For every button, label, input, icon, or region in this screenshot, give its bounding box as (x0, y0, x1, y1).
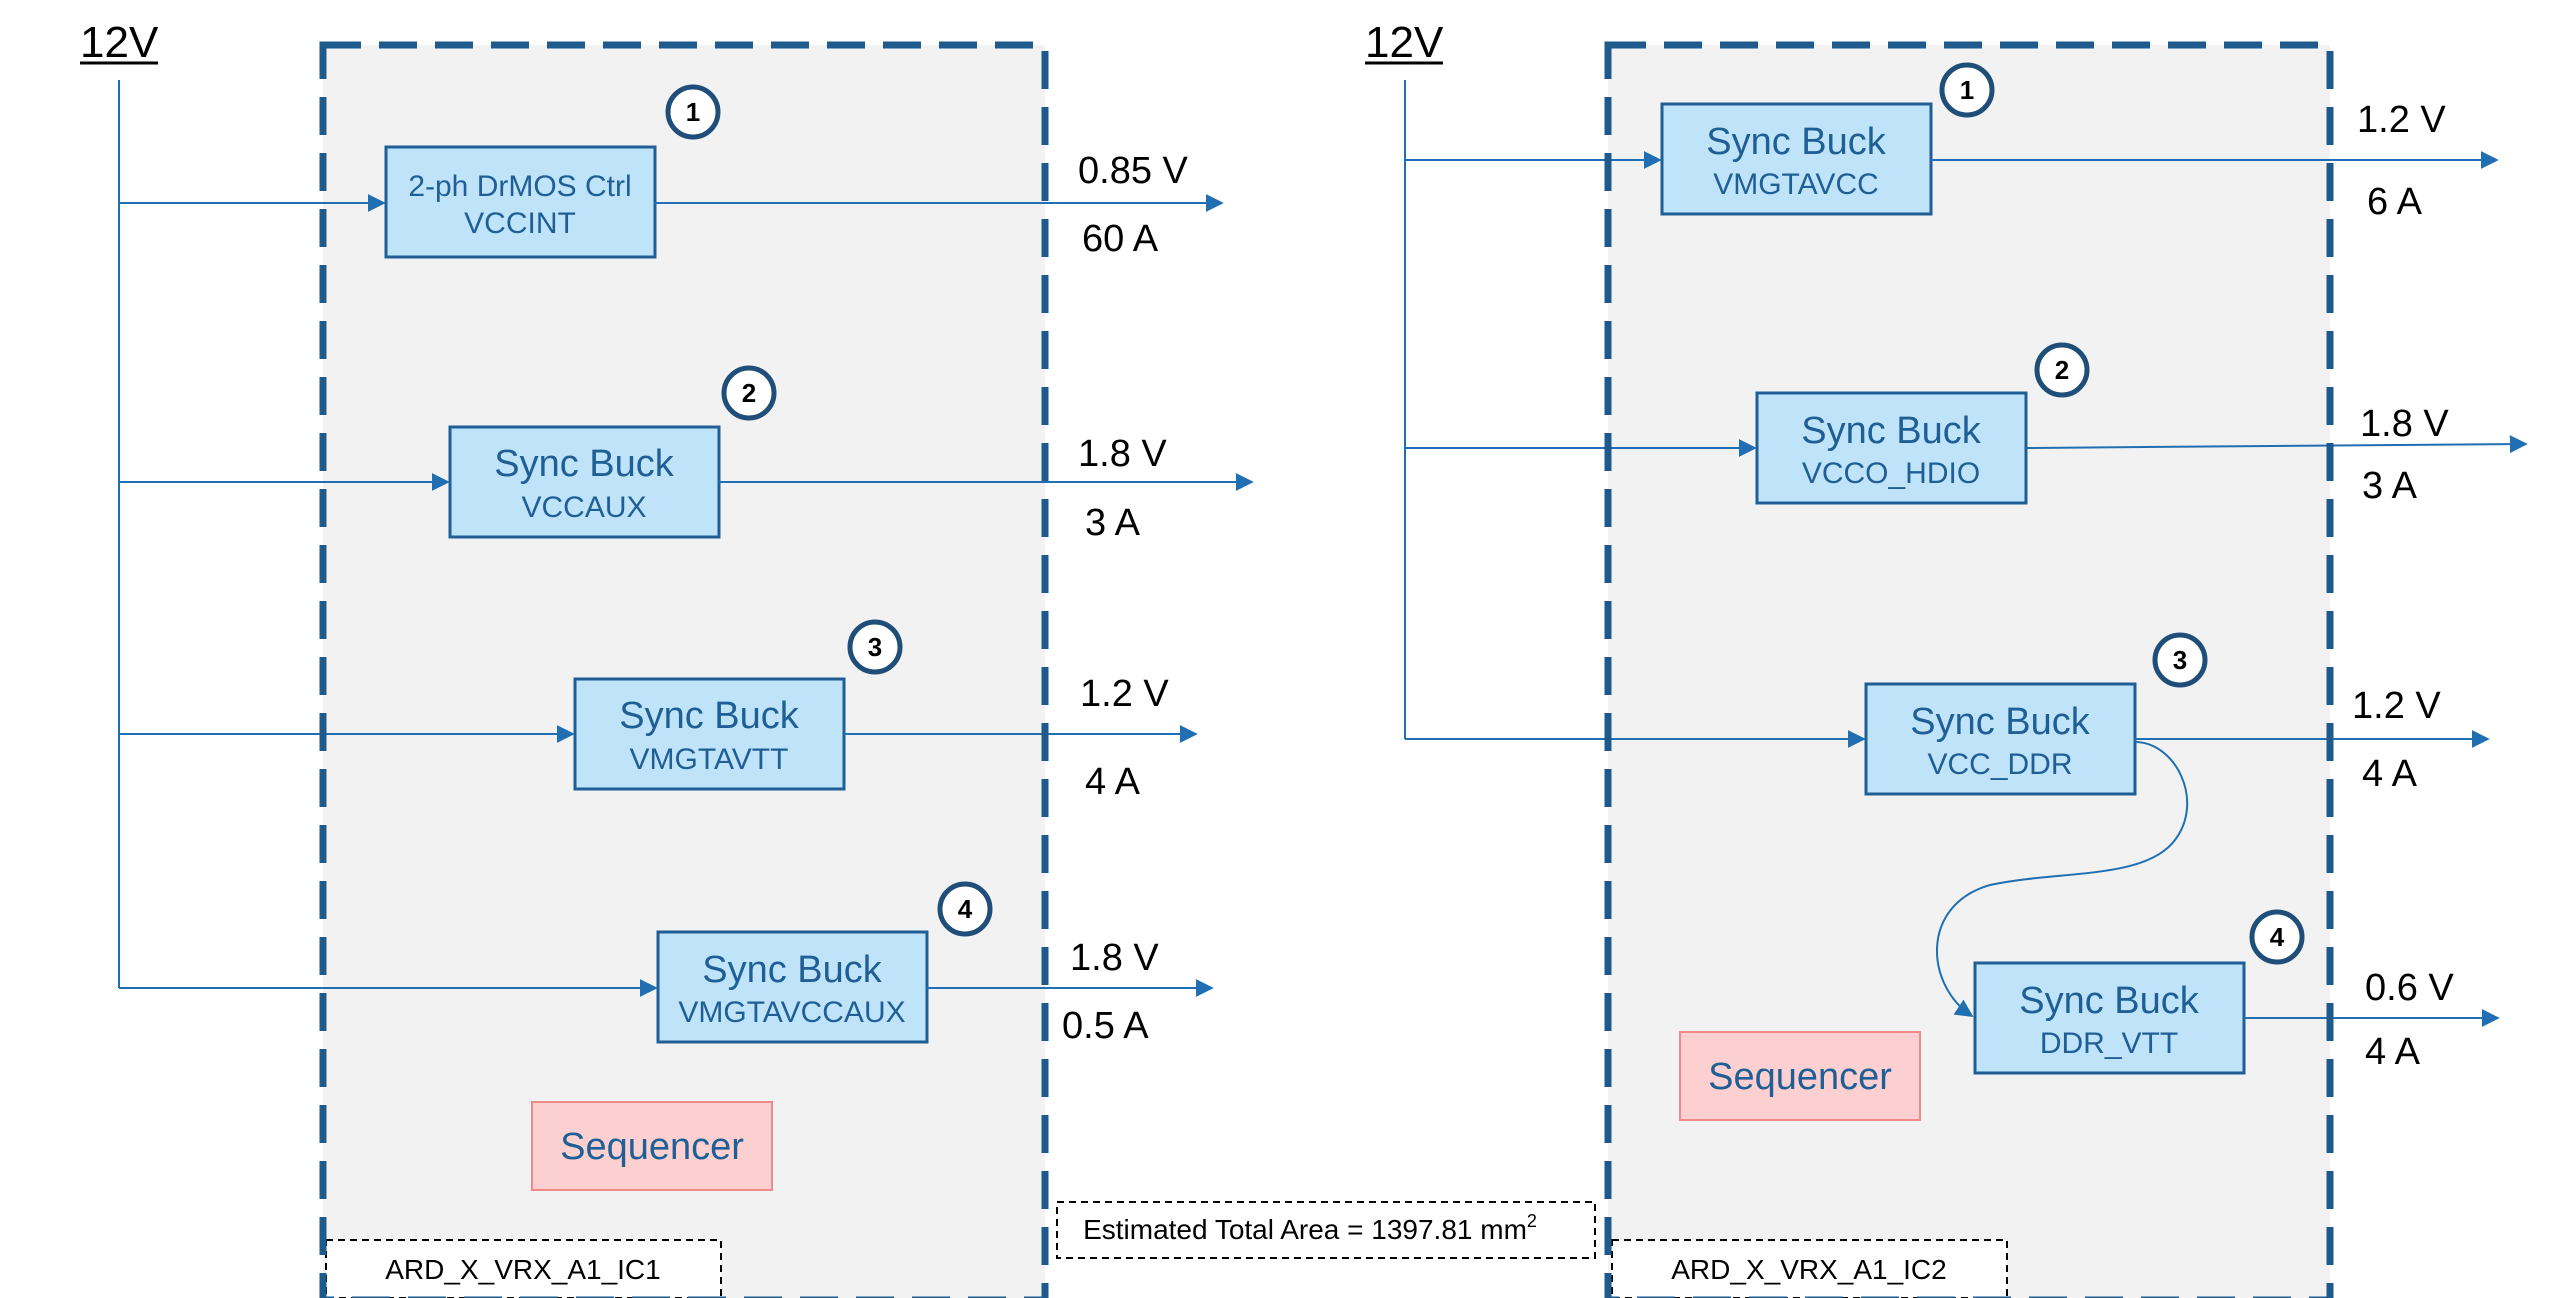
right-badge-2 (2034, 342, 2090, 398)
right-regulator-3-line1: Sync Buck (1910, 701, 2091, 743)
right-voltage-4: 0.6 V (2365, 967, 2454, 1009)
left-regulator-4 (656, 930, 929, 1044)
right-regulator-2-line1: Sync Buck (1801, 410, 1982, 452)
left-badge-3-text: 3 (868, 632, 882, 662)
right-regulator-1 (1660, 102, 1933, 216)
left-badge-4-text: 4 (958, 894, 973, 924)
right-chip-frame (1604, 41, 2334, 1298)
left-voltage-3: 1.2 V (1080, 673, 1169, 715)
right-current-2: 3 A (2362, 465, 2418, 507)
left-regulator-2 (448, 425, 721, 539)
right-regulator-4-line2: DDR_VTT (2040, 1027, 2178, 1060)
left-current-1: 60 A (1082, 218, 1159, 260)
right-badge-2-text: 2 (2055, 355, 2069, 385)
left-regulator-4-line2: VMGTAVCCAUX (678, 996, 905, 1029)
left-current-3: 4 A (1085, 761, 1141, 803)
left-regulator-1 (384, 145, 657, 259)
left-current-4: 0.5 A (1062, 1005, 1149, 1047)
left-regulator-3-line1: Sync Buck (619, 695, 800, 737)
left-regulator-2-line1: Sync Buck (494, 443, 675, 485)
right-current-3: 4 A (2362, 753, 2418, 795)
right-badge-1-text: 1 (1960, 75, 1974, 105)
left-regulator-1-line2: VCCINT (464, 207, 576, 240)
left-sequencer (531, 1101, 773, 1191)
left-current-2: 3 A (1085, 502, 1141, 544)
right-chip-label: ARD_X_VRX_A1_IC2 (1671, 1254, 1946, 1285)
area-estimate-label: Estimated Total Area = 1397.81 mm2 (1083, 1211, 1537, 1245)
area-estimate-text: Estimated Total Area = 1397.81 mm (1083, 1214, 1527, 1245)
sequence-connector-3-4 (1935, 741, 2189, 1017)
left-regulator-4-line1: Sync Buck (702, 949, 883, 991)
left-voltage-2: 1.8 V (1078, 433, 1167, 475)
left-chip-label-box (325, 1239, 722, 1298)
right-badge-4-text: 4 (2270, 922, 2285, 952)
right-regulator-2 (1755, 391, 2028, 505)
left-badge-3 (847, 619, 903, 675)
left-chip-label: ARD_X_VRX_A1_IC1 (385, 1254, 660, 1285)
right-regulator-4 (1973, 961, 2246, 1075)
left-chip-frame (319, 41, 1049, 1298)
left-badge-1 (665, 84, 721, 140)
right-voltage-2: 1.8 V (2360, 403, 2449, 445)
right-sequencer (1679, 1031, 1921, 1121)
left-rail-label: 12V (80, 18, 159, 67)
right-current-1: 6 A (2367, 181, 2423, 223)
left-badge-1-text: 1 (686, 97, 700, 127)
right-regulator-3-line2: VCC_DDR (1927, 748, 2072, 781)
right-regulator-1-line2: VMGTAVCC (1713, 168, 1879, 201)
right-output-line-2 (2025, 435, 2528, 454)
area-estimate-box (1056, 1201, 1596, 1259)
left-regulator-1-line1: 2-ph DrMOS Ctrl (408, 170, 631, 203)
area-estimate-sup: 2 (1527, 1211, 1537, 1231)
left-regulator-3 (573, 677, 846, 791)
left-badge-2 (721, 365, 777, 421)
left-sequencer-label: Sequencer (560, 1126, 744, 1168)
right-regulator-1-line1: Sync Buck (1706, 121, 1887, 163)
right-voltage-3: 1.2 V (2352, 685, 2441, 727)
left-voltage-1: 0.85 V (1078, 150, 1189, 192)
right-regulator-3 (1864, 682, 2137, 796)
left-regulator-3-line2: VMGTAVTT (630, 743, 789, 776)
right-badge-3 (2152, 632, 2208, 688)
right-badge-3-text: 3 (2173, 645, 2187, 675)
right-chip-label-box (1611, 1239, 2008, 1298)
right-regulator-2-line2: VCCO_HDIO (1802, 457, 1980, 490)
right-badge-1 (1939, 62, 1995, 118)
left-voltage-4: 1.8 V (1070, 937, 1159, 979)
right-voltage-1: 1.2 V (2357, 99, 2446, 141)
right-rail-label: 12V (1365, 18, 1444, 67)
left-badge-4 (937, 881, 993, 937)
right-current-4: 4 A (2365, 1031, 2421, 1073)
right-regulator-4-line1: Sync Buck (2019, 980, 2200, 1022)
right-sequencer-label: Sequencer (1708, 1056, 1892, 1098)
left-regulator-2-line2: VCCAUX (521, 491, 646, 524)
left-badge-2-text: 2 (742, 378, 756, 408)
right-badge-4 (2249, 909, 2305, 965)
